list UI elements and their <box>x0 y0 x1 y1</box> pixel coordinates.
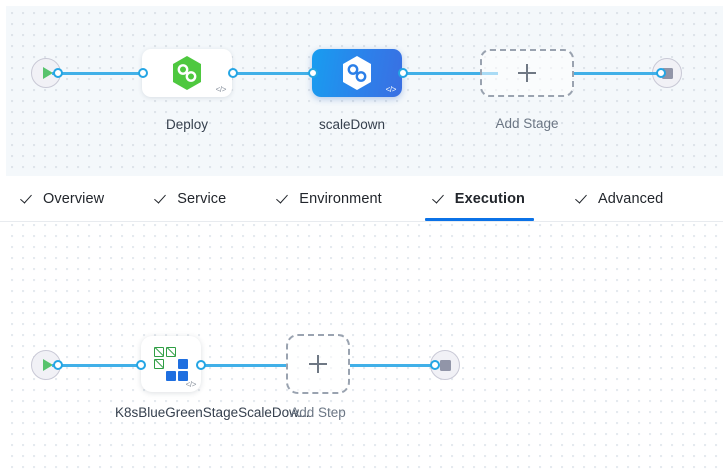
stage-code-badge-deploy[interactable]: </> <box>215 85 227 94</box>
step-label-k8s-bluegreen-scaledown: K8sBlueGreenStageScaleDow... <box>115 405 310 420</box>
tab-label: Overview <box>43 190 105 207</box>
tab-overview[interactable]: Overview <box>22 176 104 221</box>
check-icon <box>156 192 169 205</box>
check-icon <box>434 192 447 205</box>
stop-icon <box>652 58 682 88</box>
connector-dot-step-in[interactable] <box>136 360 146 370</box>
connector-start-to-step <box>52 364 150 367</box>
add-stage-button[interactable] <box>480 49 574 97</box>
connector-dot-start-out[interactable] <box>53 68 63 78</box>
connector-addstep-to-end <box>350 364 436 367</box>
stage-code-badge-scaledown[interactable]: </> <box>385 85 397 94</box>
check-icon <box>278 192 291 205</box>
tab-advanced[interactable]: Advanced <box>577 176 663 221</box>
check-icon <box>577 192 590 205</box>
tab-environment[interactable]: Environment <box>278 176 382 221</box>
tab-label: Service <box>177 190 227 207</box>
connector-dot-end-in[interactable] <box>656 68 666 78</box>
connector-dot-deploy-in[interactable] <box>138 68 148 78</box>
stage-node-scaledown[interactable]: </> <box>312 49 402 97</box>
connector-start-to-deploy <box>52 72 148 75</box>
stage-end-node[interactable] <box>652 58 682 88</box>
tab-label: Execution <box>454 190 525 207</box>
connector-deploy-to-scaledown <box>228 72 318 75</box>
connector-addstage-to-end <box>574 72 662 75</box>
play-icon <box>31 58 61 88</box>
connector-dot-step-end-in[interactable] <box>430 360 440 370</box>
stage-node-deploy[interactable]: </> <box>142 49 232 97</box>
connector-dot-step-out[interactable] <box>196 360 206 370</box>
harness-hexagon-icon <box>343 56 371 90</box>
plus-icon <box>309 355 327 373</box>
execution-canvas[interactable]: </> K8sBlueGreenStageScaleDow... Add Ste… <box>0 222 723 474</box>
add-stage-label: Add Stage <box>495 116 559 131</box>
tab-execution[interactable]: Execution <box>424 176 535 221</box>
connector-dot-deploy-out[interactable] <box>228 68 238 78</box>
stage-label-deploy: Deploy <box>165 117 209 132</box>
plus-icon <box>518 64 536 82</box>
connector-scaledown-to-addstage <box>398 72 498 75</box>
harness-hexagon-icon <box>173 56 201 90</box>
connector-step-to-addstep <box>196 364 286 367</box>
stage-start-node[interactable] <box>31 58 61 88</box>
tab-label: Advanced <box>598 190 664 207</box>
stage-label-scaledown: scaleDown <box>318 117 386 132</box>
check-icon <box>22 192 35 205</box>
stage-canvas[interactable]: </> Deploy </> scaleDown <box>0 0 723 176</box>
tab-label: Environment <box>299 190 382 207</box>
connector-dot-scaledown-in[interactable] <box>308 68 318 78</box>
tab-service[interactable]: Service <box>156 176 226 221</box>
connector-dot-step-start-out[interactable] <box>53 360 63 370</box>
step-node-k8s-bluegreen-scaledown[interactable]: </> <box>141 336 201 392</box>
add-step-label: Add Step <box>290 405 346 420</box>
step-code-badge[interactable]: </> <box>185 380 197 389</box>
connector-dot-scaledown-out[interactable] <box>398 68 408 78</box>
add-step-button[interactable] <box>286 334 350 394</box>
k8s-grid-icon <box>154 347 188 381</box>
stage-config-tabs: Overview Service Environment Execution A… <box>0 176 723 222</box>
